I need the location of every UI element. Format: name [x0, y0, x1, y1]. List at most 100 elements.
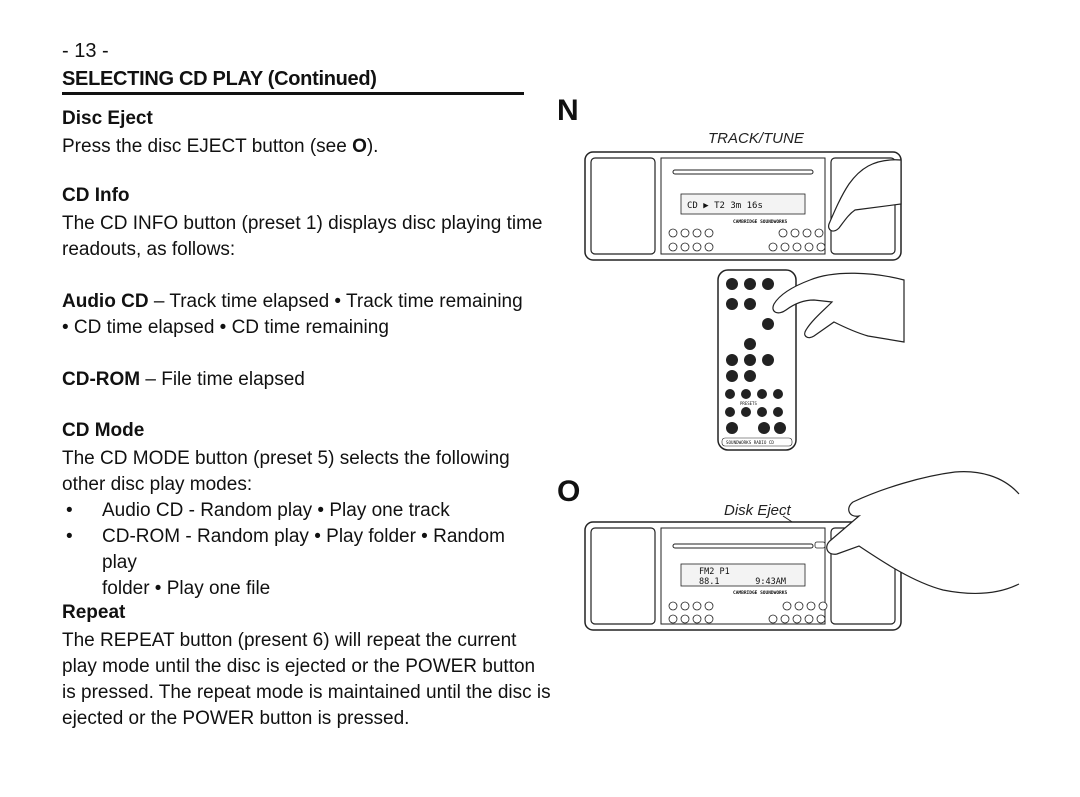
power-button[interactable] — [816, 614, 826, 624]
fm-button[interactable] — [780, 614, 790, 624]
remote-power-button[interactable] — [726, 422, 738, 434]
repeat-line-2: play mode until the disc is ejected or t… — [62, 656, 536, 677]
remote-nav-down-button[interactable] — [744, 370, 756, 382]
cd-info-line-1: The CD INFO button (preset 1) displays d… — [62, 213, 543, 234]
hand-pointing-icon — [828, 159, 902, 232]
preset-button-8[interactable] — [704, 242, 714, 252]
track-tune-next-button[interactable] — [814, 228, 824, 238]
audio-cd-label: Audio CD — [62, 291, 149, 312]
preset-button-4[interactable] — [704, 228, 714, 238]
audio-cd-line-2: • CD time elapsed • CD time remaining — [62, 317, 389, 338]
preset-button-3[interactable] — [692, 228, 702, 238]
hand-pointing-icon — [826, 471, 1020, 594]
remote-body — [717, 269, 797, 451]
remote-mute-button[interactable] — [774, 422, 786, 434]
remote-preset-2[interactable] — [741, 389, 751, 399]
disc-slot — [672, 543, 814, 549]
preset-button-6[interactable] — [680, 242, 690, 252]
remote-nav-left-button[interactable] — [726, 354, 738, 366]
aux-button[interactable] — [768, 242, 778, 252]
remote-nav-up-button[interactable] — [744, 338, 756, 350]
lcd-display-line-1: FM2 P1 — [699, 567, 730, 577]
cd-rom-text: – File time elapsed — [140, 369, 305, 390]
remote-preset-3[interactable] — [757, 389, 767, 399]
preset-button-7[interactable] — [692, 614, 702, 624]
preset-buttons-row — [668, 601, 828, 611]
remote-preset-1[interactable] — [725, 389, 735, 399]
source-button-cd[interactable] — [778, 228, 788, 238]
repeat-line-3: is pressed. The repeat mode is maintaine… — [62, 682, 551, 703]
preset-button-5[interactable] — [668, 242, 678, 252]
preset-button-7[interactable] — [692, 242, 702, 252]
disc-eject-text: Press the disc EJECT button (see O). — [62, 134, 378, 160]
preset-button-1[interactable] — [668, 601, 678, 611]
preset-button-1[interactable] — [668, 228, 678, 238]
alarm-button[interactable] — [804, 614, 814, 624]
bullet-text-line-2: folder • Play one file — [102, 578, 271, 599]
repeat-heading: Repeat — [62, 602, 126, 623]
alarm-button[interactable] — [804, 242, 814, 252]
remote-eject-button[interactable] — [758, 422, 770, 434]
remote-stop-button[interactable] — [744, 298, 756, 310]
cd-mode-bullets: • Audio CD - Random play • Play one trac… — [62, 498, 532, 602]
radio-cd-unit-eject-illustration: FM2 P1 88.1 9:43AM CAMBRIDGE SOUNDWORKS — [584, 471, 1020, 631]
disc-eject-text-end: ). — [366, 136, 379, 157]
track-tune-next-button[interactable] — [818, 601, 828, 611]
remote-preset-7[interactable] — [757, 407, 767, 417]
preset-button-2[interactable] — [680, 601, 690, 611]
track-tune-button[interactable] — [802, 228, 812, 238]
remote-control-illustration: PRESETS SOUNDWORKS RADIO CD — [717, 269, 905, 451]
figure-o-caption: Disk Eject — [724, 502, 791, 519]
am-button[interactable] — [792, 614, 802, 624]
bullet-item-cd-rom: • CD-ROM - Random play • Play folder • R… — [62, 524, 532, 602]
remote-menu-button[interactable] — [726, 370, 738, 382]
preset-button-3[interactable] — [692, 601, 702, 611]
am-button[interactable] — [792, 242, 802, 252]
bullet-item-audio-cd: • Audio CD - Random play • Play one trac… — [62, 498, 532, 524]
remote-footer-plate — [721, 437, 793, 447]
remote-play-button[interactable] — [762, 278, 774, 290]
fm-button[interactable] — [780, 242, 790, 252]
eject-button[interactable] — [814, 541, 826, 549]
brand-label: CAMBRIDGE SOUNDWORKS — [733, 590, 787, 596]
cd-info-heading: CD Info — [62, 185, 130, 206]
aux-button[interactable] — [768, 614, 778, 624]
figure-n-caption: TRACK/TUNE — [708, 130, 804, 147]
bullet-text: CD-ROM - Random play • Play folder • Ran… — [102, 524, 532, 602]
remote-up-button[interactable] — [726, 278, 738, 290]
preset-button-2[interactable] — [680, 228, 690, 238]
brand-label: CAMBRIDGE SOUNDWORKS — [733, 219, 787, 225]
cd-info-line-2: readouts, as follows: — [62, 239, 236, 260]
cd-rom-line: CD-ROM – File time elapsed — [62, 367, 305, 393]
cd-mode-heading: CD Mode — [62, 420, 145, 441]
remote-prev-button[interactable] — [744, 278, 756, 290]
lcd-display-text: CD ▶ T2 3m 16s — [687, 201, 763, 211]
remote-preset-8[interactable] — [773, 407, 783, 417]
source-button-seek[interactable] — [794, 601, 804, 611]
remote-nav-right-button[interactable] — [762, 354, 774, 366]
remote-sleep-button[interactable] — [762, 318, 774, 330]
remote-preset-4[interactable] — [773, 389, 783, 399]
remote-down-button[interactable] — [726, 298, 738, 310]
lower-buttons-row — [668, 242, 826, 252]
lcd-display — [680, 563, 806, 587]
preset-button-6[interactable] — [680, 614, 690, 624]
bullet-text-line-1: CD-ROM - Random play • Play folder • Ran… — [102, 526, 505, 573]
bullet-dot: • — [66, 526, 73, 547]
source-button-cd[interactable] — [782, 601, 792, 611]
power-button[interactable] — [816, 242, 826, 252]
bullet-text: Audio CD - Random play • Play one track — [102, 500, 450, 521]
remote-preset-5[interactable] — [725, 407, 735, 417]
title-rule — [62, 92, 524, 95]
source-button-seek[interactable] — [790, 228, 800, 238]
remote-select-button[interactable] — [744, 354, 756, 366]
preset-button-8[interactable] — [704, 614, 714, 624]
remote-preset-6[interactable] — [741, 407, 751, 417]
remote-preset-buttons — [725, 389, 786, 434]
remote-top-buttons — [726, 278, 774, 382]
preset-button-5[interactable] — [668, 614, 678, 624]
cd-rom-label: CD-ROM — [62, 369, 141, 390]
track-tune-button[interactable] — [806, 601, 816, 611]
hand-pointing-icon — [772, 272, 905, 343]
preset-button-4[interactable] — [704, 601, 714, 611]
